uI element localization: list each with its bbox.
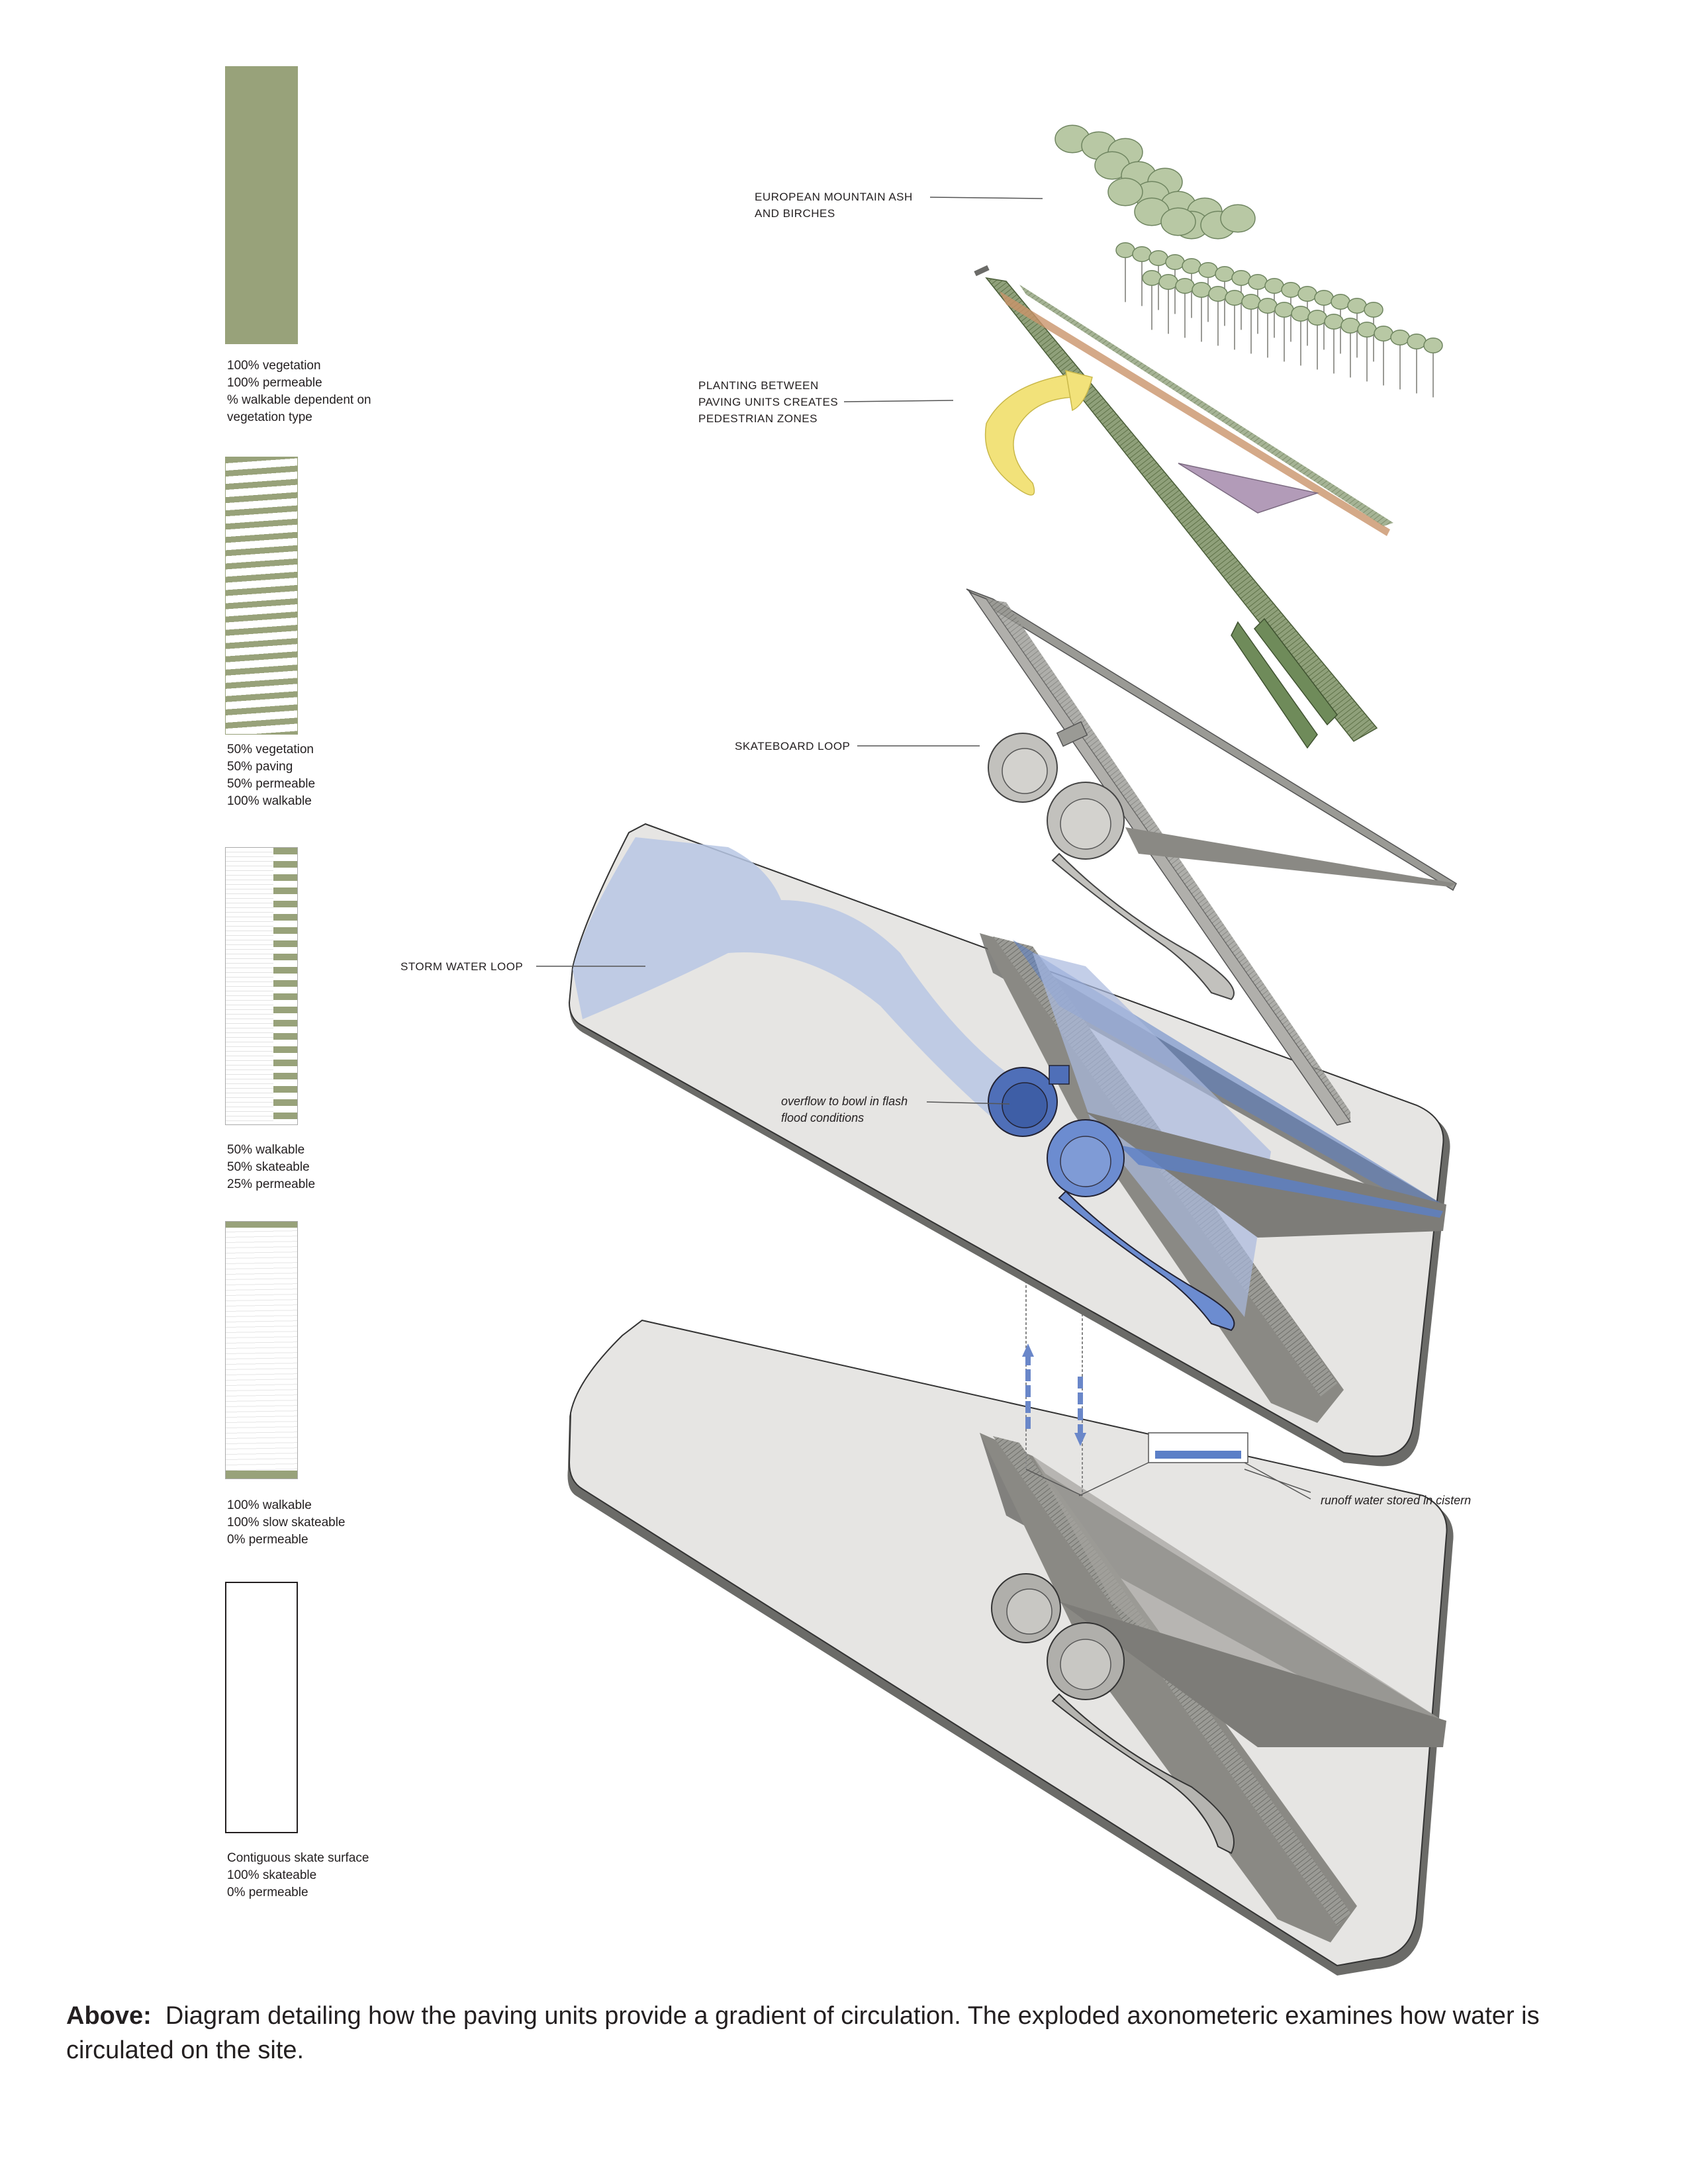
callout-storm-water-loop: STORM WATER LOOP bbox=[400, 960, 524, 973]
planting-layer bbox=[974, 265, 1393, 749]
tree-canopy bbox=[1165, 254, 1185, 270]
tree-canopy bbox=[1115, 242, 1135, 258]
callout-planting: PLANTING BETWEEN PAVING UNITS CREATES PE… bbox=[698, 379, 839, 425]
swatch-walkable bbox=[225, 1221, 298, 1479]
callout-overflow: overflow to bowl in flash flood conditio… bbox=[781, 1095, 908, 1124]
tree-canopy bbox=[1225, 290, 1244, 306]
legend-label-walk-skate: 50% walkable 50% skateable 25% permeable bbox=[227, 1143, 316, 1191]
storm-water-layer bbox=[568, 823, 1450, 1467]
swatch-skate-surface bbox=[225, 1582, 298, 1833]
tree-canopy bbox=[1248, 274, 1268, 290]
swatch-walkable-bottom-strip bbox=[226, 1471, 297, 1479]
callout-skateboard-loop: SKATEBOARD LOOP bbox=[735, 740, 851, 752]
tree-canopy bbox=[1281, 282, 1301, 298]
tree-canopy bbox=[1175, 278, 1195, 294]
tree-canopy bbox=[1182, 258, 1201, 274]
tree-canopy bbox=[1192, 282, 1211, 298]
tree-canopy bbox=[1291, 306, 1311, 322]
leader-lines bbox=[536, 197, 1311, 1500]
tree-canopy bbox=[1258, 298, 1278, 314]
tree-canopy bbox=[1149, 250, 1168, 266]
legend-label-half-vegetation: 50% vegetation 50% paving 50% permeable … bbox=[227, 743, 316, 808]
legend-label-full-vegetation: 100% vegetation 100% permeable % walkabl… bbox=[227, 359, 371, 424]
tree-canopy bbox=[1390, 330, 1410, 345]
legend-label-walkable: 100% walkable 100% slow skateable 0% per… bbox=[227, 1498, 346, 1547]
tree-canopy bbox=[1132, 246, 1152, 262]
tree-canopy bbox=[1347, 298, 1367, 314]
swatch-walk-skate-vegetation-strip bbox=[273, 848, 297, 1124]
tree-canopy bbox=[1364, 302, 1383, 318]
tree-canopy bbox=[1231, 270, 1251, 286]
tree-canopy bbox=[1307, 310, 1327, 326]
cistern-diagram bbox=[1022, 1165, 1311, 1496]
tree-canopy bbox=[1208, 286, 1228, 302]
tree-canopy bbox=[1407, 334, 1427, 349]
swatch-half-vegetation bbox=[225, 457, 298, 735]
tree-canopy bbox=[1241, 294, 1261, 310]
callout-trees: EUROPEAN MOUNTAIN ASH AND BIRCHES bbox=[755, 191, 913, 220]
legend-label-skate-surface: Contiguous skate surface 100% skateable … bbox=[227, 1851, 369, 1899]
tree-canopy bbox=[1357, 322, 1377, 338]
tree-canopy bbox=[1158, 274, 1178, 290]
tree-canopy bbox=[1160, 207, 1196, 236]
tree-canopy bbox=[1215, 266, 1235, 282]
tree-canopy bbox=[1423, 338, 1443, 353]
tree-canopy bbox=[1297, 286, 1317, 302]
tree-canopy bbox=[1314, 290, 1334, 306]
tree-canopy bbox=[1142, 270, 1162, 286]
swatch-full-vegetation bbox=[225, 66, 298, 344]
tree-canopy bbox=[1220, 204, 1256, 233]
skateboard-loop-layer bbox=[966, 588, 1457, 1126]
tree-canopy bbox=[1274, 302, 1294, 318]
tree-canopy bbox=[1340, 318, 1360, 334]
tree-canopy bbox=[1331, 294, 1350, 310]
tree-canopy bbox=[1198, 262, 1218, 278]
caption-text: Diagram detailing how the paving units p… bbox=[66, 2002, 1540, 2064]
tree-canopy bbox=[1107, 177, 1143, 206]
tree-canopy bbox=[1264, 278, 1284, 294]
caption-lead: Above: bbox=[66, 2002, 152, 2030]
swatch-walk-skate bbox=[225, 847, 298, 1125]
swatch-walkable-top-strip bbox=[226, 1222, 297, 1228]
figure-caption: Above: Diagram detailing how the paving … bbox=[66, 1999, 1622, 2068]
tree-canopy bbox=[1324, 314, 1344, 330]
tree-layer bbox=[1055, 124, 1443, 398]
tree-canopy bbox=[1374, 326, 1393, 341]
base-slab-layer bbox=[567, 1319, 1454, 1976]
callout-cistern: runoff water stored in cistern bbox=[1321, 1494, 1472, 1507]
